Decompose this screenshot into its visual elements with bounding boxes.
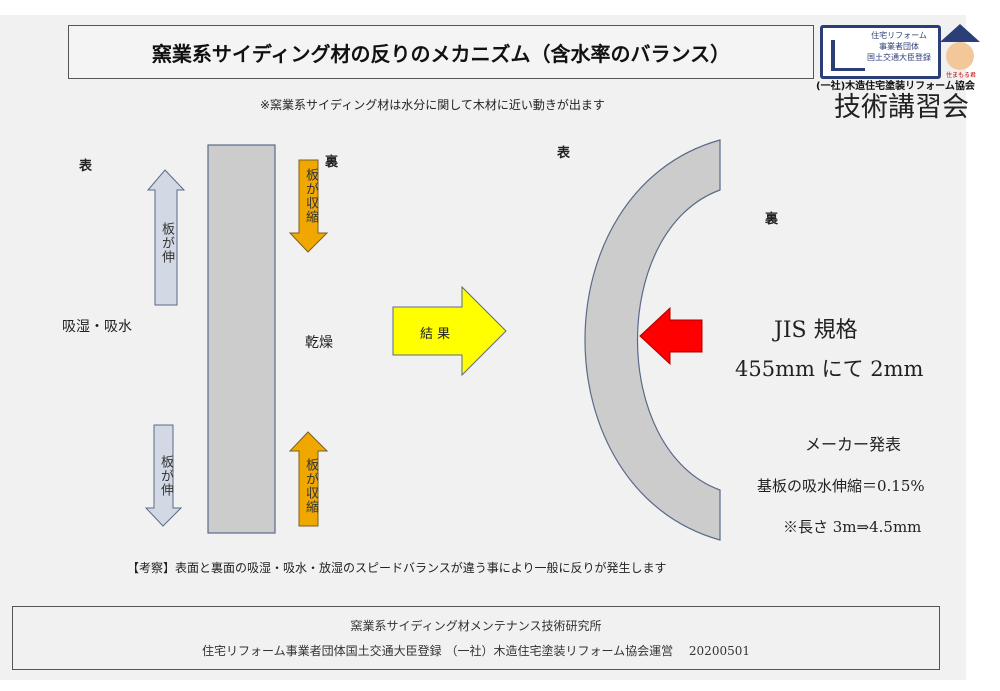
- dry-label: 乾燥: [305, 335, 333, 351]
- warped-board: [584, 139, 721, 541]
- course-label: 技術講習会: [834, 92, 969, 123]
- front-label-left: 表: [79, 159, 93, 174]
- mascot-icon: [940, 24, 980, 42]
- expand-arrow-up: [146, 169, 186, 306]
- front-label-right: 表: [557, 146, 571, 161]
- expand-text: 板が伸: [158, 455, 173, 497]
- mascot-face: [946, 42, 974, 70]
- shrink-arrow-down: [288, 159, 329, 253]
- expand-arrow-down: [144, 424, 183, 527]
- page-title: 窯業系サイディング材の反りのメカニズム（含水率のバランス）: [68, 25, 814, 79]
- note-text: 【考察】表面と裏面の吸湿・吸水・放湿のスピードバランスが違う事により一般に反りが…: [127, 561, 667, 575]
- shrink-text: 板が収縮: [303, 458, 318, 514]
- building-icon: [831, 40, 865, 71]
- result-arrow: [392, 285, 507, 377]
- result-label: 結 果: [420, 327, 451, 342]
- maker-label: メーカー発表: [805, 435, 902, 454]
- shrink-arrow-up: [288, 431, 329, 527]
- subtitle: ※窯業系サイディング材は水分に関して木材に近い動きが出ます: [260, 98, 605, 112]
- jis-value: 455mm にて 2mm: [735, 357, 924, 381]
- logo-line: 国土交通大臣登録: [867, 53, 931, 62]
- mascot-name: 住まもる君: [946, 72, 977, 79]
- pressure-arrow: [639, 306, 703, 366]
- footer-line-2: 住宅リフォーム事業者団体国土交通大臣登録 （一社）木造住宅塗装リフォーム協会運営…: [202, 644, 750, 658]
- expand-text: 板が伸: [159, 222, 174, 264]
- back-label-right: 裏: [765, 212, 779, 227]
- back-label-left: 裏: [325, 155, 339, 170]
- jis-label: JIS 規格: [774, 318, 858, 343]
- logo-line: 事業者団体: [879, 42, 919, 51]
- association-name: (一社)木造住宅塗装リフォーム協会: [816, 81, 975, 92]
- association-logo: 住宅リフォーム 事業者団体 国土交通大臣登録: [820, 25, 941, 79]
- footer-line-1: 窯業系サイディング材メンテナンス技術研究所: [350, 619, 602, 633]
- wet-label: 吸湿・吸水: [62, 319, 132, 335]
- footer-box: 窯業系サイディング材メンテナンス技術研究所 住宅リフォーム事業者団体国土交通大臣…: [12, 606, 940, 670]
- logo-line: 住宅リフォーム: [871, 31, 927, 40]
- siding-board: [207, 144, 276, 534]
- rate-value: 基板の吸水伸縮＝0.15%: [757, 477, 925, 495]
- length-value: ※長さ 3m⇒4.5mm: [783, 518, 922, 536]
- shrink-text: 板が収縮: [303, 168, 318, 224]
